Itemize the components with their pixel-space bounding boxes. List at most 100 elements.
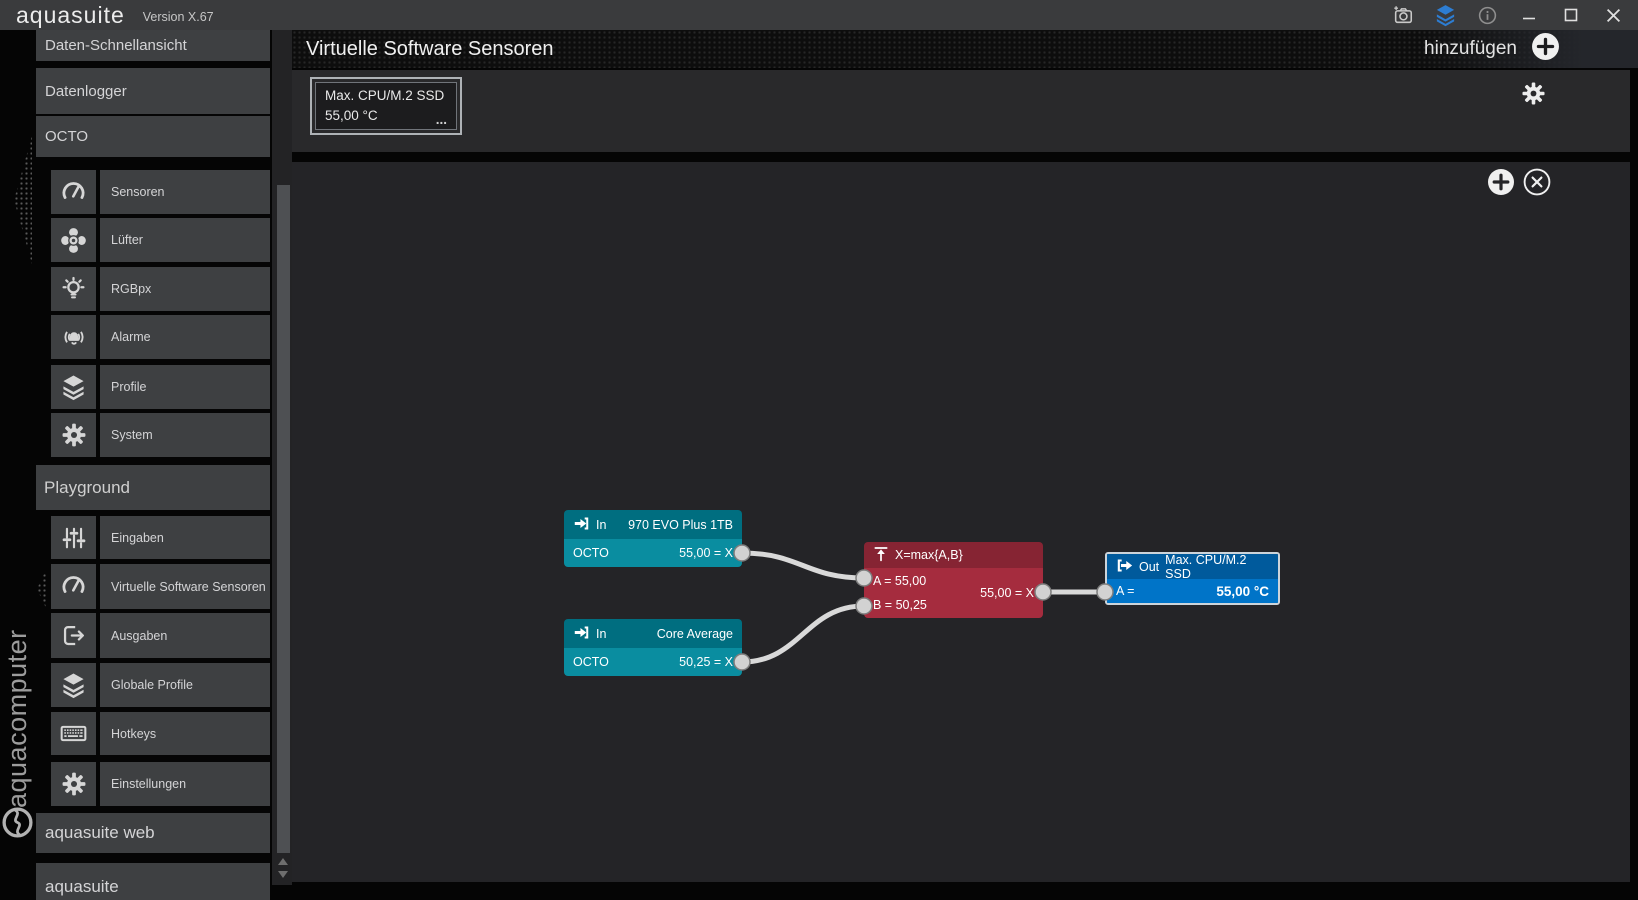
node-title: 970 EVO Plus 1TB: [628, 517, 733, 532]
node-body[interactable]: OCTO 50,25 = X: [564, 648, 742, 676]
panel-settings-gear-icon[interactable]: [1520, 80, 1547, 112]
keyboard-icon[interactable]: [51, 712, 96, 755]
node-kind-label: In: [596, 517, 607, 532]
virtual-sensor-card[interactable]: Max. CPU/M.2 SSD 55,00 °C ...: [310, 77, 462, 135]
scroll-down-icon[interactable]: [278, 871, 288, 878]
layers-icon[interactable]: [51, 365, 96, 409]
sidebar-item-hotkeys[interactable]: Hotkeys: [100, 712, 270, 755]
sidebar-scroll-arrows: [276, 858, 290, 878]
sidebar-item-sensoren[interactable]: Sensoren: [100, 170, 270, 214]
brand-vertical-text: aquacomputer: [2, 629, 32, 808]
node-header[interactable]: X=max{A,B}: [864, 542, 1043, 568]
gear-icon[interactable]: [51, 413, 96, 457]
max-input-b-value: B = 50,25: [873, 598, 927, 612]
gauge-icon[interactable]: [51, 170, 96, 214]
sidebar-item-daten-schnellansicht[interactable]: Daten-Schnellansicht: [36, 30, 270, 61]
node-body[interactable]: OCTO 55,00 = X: [564, 539, 742, 567]
sidebar-item-label: Eingaben: [111, 530, 164, 545]
sensor-card-more[interactable]: ...: [435, 112, 447, 127]
sidebar-item-luefter[interactable]: Lüfter: [100, 218, 270, 262]
sidebar-item-virtuelle-software-sensoren[interactable]: Virtuelle Software Sensoren: [100, 564, 270, 609]
sidebar-item-label: aquasuite: [45, 877, 119, 896]
bulb-icon[interactable]: [51, 267, 96, 311]
sidebar-item-aquasuite-web[interactable]: aquasuite web: [36, 813, 270, 853]
layers-icon[interactable]: [1432, 3, 1458, 27]
sidebar-item-label: Einstellungen: [111, 777, 187, 791]
sidebar-item-profile[interactable]: Profile: [100, 365, 270, 409]
sidebar-item-label: Globale Profile: [111, 678, 193, 692]
sidebar-item-einstellungen[interactable]: Einstellungen: [100, 762, 270, 806]
info-icon[interactable]: [1474, 3, 1500, 27]
sidebar-item-system[interactable]: System: [100, 413, 270, 457]
node-header[interactable]: Out Max. CPU/M.2 SSD: [1107, 554, 1278, 581]
minimize-button[interactable]: [1516, 3, 1542, 27]
node-input-970-evo[interactable]: In 970 EVO Plus 1TB OCTO 55,00 = X: [564, 510, 742, 567]
scroll-up-icon[interactable]: [278, 858, 288, 865]
wire: [739, 550, 867, 581]
sidebar-item-label: Datenlogger: [45, 82, 127, 100]
layers-icon[interactable]: [51, 663, 96, 707]
editor-close-button[interactable]: [1523, 168, 1551, 196]
sidebar-scrollbar[interactable]: [272, 30, 292, 885]
max-arrow-icon: [873, 546, 889, 565]
node-body[interactable]: A = 55,00 °C: [1107, 579, 1278, 603]
sidebar-item-label: Alarme: [111, 330, 151, 344]
editor-add-node-button[interactable]: [1487, 168, 1515, 196]
node-max-function[interactable]: X=max{A,B} A = 55,00 B = 50,25 55,00 = X: [864, 542, 1043, 618]
sidebar-item-globale-profile[interactable]: Globale Profile: [100, 663, 270, 707]
sidebar-item-alarme[interactable]: Alarme: [100, 315, 270, 359]
gear-icon[interactable]: [51, 762, 96, 806]
sensor-card-value: 55,00 °C: [325, 108, 378, 123]
screenshot-camera-icon[interactable]: [1390, 3, 1416, 27]
export-icon[interactable]: [51, 613, 96, 658]
add-plus-button[interactable]: [1531, 32, 1560, 66]
sidebar-item-ausgaben[interactable]: Ausgaben: [100, 613, 270, 658]
sidebar-item-label: aquasuite web: [45, 823, 155, 842]
node-source-label: OCTO: [573, 546, 609, 560]
node-kind-label: In: [596, 626, 607, 641]
sidebar-item-eingaben[interactable]: Eingaben: [100, 516, 270, 559]
fan-icon[interactable]: [51, 218, 96, 262]
node-body[interactable]: A = 55,00 B = 50,25 55,00 = X: [864, 568, 1043, 618]
sidebar-item-label: OCTO: [45, 128, 89, 145]
sidebar-item-rgbpx[interactable]: RGBpx: [100, 267, 270, 311]
app-logo: aquasuite: [16, 1, 125, 28]
node-value: 50,25 = X: [679, 655, 733, 669]
virtual-sensor-card-inner: Max. CPU/M.2 SSD 55,00 °C ...: [315, 82, 457, 130]
node-value: 55,00 = X: [679, 546, 733, 560]
maximize-button[interactable]: [1558, 3, 1584, 27]
sidebar-scrollbar-thumb[interactable]: [277, 185, 290, 853]
node-kind-label: Out: [1139, 559, 1160, 574]
page-title: Virtuelle Software Sensoren: [306, 37, 554, 60]
close-button[interactable]: [1600, 3, 1626, 27]
wire: [739, 603, 867, 665]
node-header[interactable]: In Core Average: [564, 619, 742, 648]
node-input-label: A =: [1116, 584, 1135, 598]
sidebar-item-label: Profile: [111, 380, 147, 394]
node-header[interactable]: In 970 EVO Plus 1TB: [564, 510, 742, 539]
sidebar-item-playground[interactable]: Playground: [36, 465, 270, 510]
active-section-dots-indicator: [14, 136, 32, 264]
node-input-core-average[interactable]: In Core Average OCTO 50,25 = X: [564, 619, 742, 676]
input-arrow-icon: [573, 515, 590, 535]
sidebar-section-label: Playground: [44, 477, 131, 497]
active-page-dots-indicator: [37, 568, 47, 610]
sidebar-item-aquasuite[interactable]: aquasuite: [36, 863, 270, 900]
output-arrow-icon: [1116, 557, 1133, 577]
node-output-max-cpu-ssd[interactable]: Out Max. CPU/M.2 SSD A = 55,00 °C: [1105, 552, 1280, 605]
sidebar: Daten-Schnellansicht Datenlogger OCTO Se…: [36, 30, 270, 900]
max-input-a-value: A = 55,00: [873, 574, 927, 588]
max-output-value: 55,00 = X: [980, 586, 1034, 600]
sidebar-item-label: Lüfter: [111, 233, 143, 247]
gauge-icon[interactable]: [51, 564, 96, 609]
sensor-card-title: Max. CPU/M.2 SSD: [325, 88, 445, 103]
sidebar-item-label: Daten-Schnellansicht: [45, 37, 187, 54]
sidebar-item-octo[interactable]: OCTO: [36, 116, 270, 157]
sidebar-item-label: Sensoren: [111, 185, 165, 199]
alarm-bell-icon[interactable]: [51, 315, 96, 359]
sliders-icon[interactable]: [51, 516, 96, 559]
input-arrow-icon: [573, 624, 590, 644]
sidebar-item-datenlogger[interactable]: Datenlogger: [36, 68, 270, 114]
node-editor-canvas[interactable]: In 970 EVO Plus 1TB OCTO 55,00 = X In Co…: [292, 162, 1630, 882]
